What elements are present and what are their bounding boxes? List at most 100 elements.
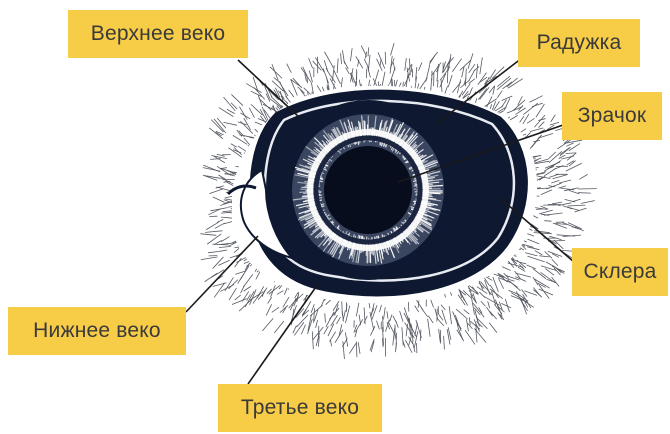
fur-stroke	[564, 188, 578, 191]
fur-stroke	[441, 305, 445, 310]
fur-stroke	[358, 343, 360, 354]
fur-stroke	[540, 210, 553, 214]
fur-stroke	[550, 122, 558, 125]
fur-stroke	[453, 82, 461, 92]
fur-stroke	[350, 344, 356, 354]
fur-stroke	[218, 118, 226, 128]
fur-stroke	[418, 301, 419, 308]
fur-stroke	[325, 314, 326, 323]
fur-stroke	[346, 306, 350, 323]
fur-stroke	[330, 332, 336, 342]
fur-stroke	[426, 65, 430, 81]
fur-stroke	[343, 310, 345, 320]
fur-stroke	[522, 290, 527, 297]
fur-stroke	[272, 307, 279, 312]
fur-stroke	[530, 128, 543, 132]
fur-stroke	[551, 115, 555, 122]
fur-stroke	[244, 275, 253, 287]
fur-stroke	[552, 260, 558, 266]
fur-stroke	[390, 315, 392, 322]
fur-stroke	[339, 325, 342, 337]
fur-stroke	[356, 301, 359, 316]
fur-stroke	[393, 316, 396, 323]
fur-stroke	[552, 202, 562, 204]
fur-stroke	[263, 319, 273, 331]
fur-stroke	[235, 295, 241, 300]
fur-stroke	[380, 305, 382, 312]
fur-stroke	[221, 237, 229, 242]
fur-stroke	[210, 189, 223, 194]
fur-stroke	[507, 280, 517, 287]
fur-stroke	[342, 300, 343, 315]
fur-stroke	[213, 283, 226, 287]
fur-stroke	[293, 326, 296, 333]
fur-stroke	[232, 299, 246, 305]
fur-stroke	[377, 321, 380, 329]
fur-stroke	[499, 279, 504, 289]
fur-stroke	[439, 315, 443, 320]
fur-stroke	[219, 247, 230, 248]
fur-stroke	[481, 301, 485, 306]
fur-stroke	[278, 91, 284, 99]
fur-stroke	[331, 340, 332, 346]
fur-stroke	[361, 46, 366, 57]
fur-stroke	[439, 329, 441, 342]
fur-stroke	[242, 292, 248, 302]
fur-stroke	[410, 59, 411, 75]
fur-stroke	[549, 152, 561, 163]
fur-stroke	[312, 332, 313, 349]
fur-stroke	[502, 96, 512, 100]
fur-stroke	[387, 312, 388, 319]
fur-stroke	[568, 205, 585, 206]
fur-stroke	[341, 54, 342, 64]
fur-stroke	[326, 300, 331, 305]
fur-stroke	[249, 108, 254, 117]
fur-stroke	[558, 140, 571, 149]
fur-stroke	[229, 280, 238, 289]
fur-stroke	[405, 58, 407, 70]
fur-stroke	[219, 260, 230, 265]
fur-stroke	[441, 79, 442, 92]
fur-stroke	[231, 103, 237, 109]
fur-stroke	[277, 291, 283, 294]
fur-stroke	[233, 136, 247, 145]
fur-stroke	[559, 186, 566, 188]
leader-upper-lid	[238, 60, 300, 118]
fur-stroke	[232, 95, 243, 106]
fur-stroke	[211, 208, 228, 211]
fur-stroke	[234, 148, 241, 155]
fur-stroke	[337, 59, 338, 73]
fur-stroke	[341, 78, 342, 87]
label-upper-lid: Верхнее веко	[68, 10, 248, 58]
fur-stroke	[565, 200, 575, 202]
fur-stroke	[400, 311, 403, 321]
fur-stroke	[489, 323, 496, 332]
fur-stroke	[552, 181, 559, 183]
fur-stroke	[569, 191, 579, 194]
fur-stroke	[540, 256, 549, 257]
fur-stroke	[364, 59, 368, 67]
fur-stroke	[559, 180, 570, 183]
fur-stroke	[476, 64, 477, 78]
fur-stroke	[502, 304, 511, 308]
fur-stroke	[266, 305, 271, 316]
fur-stroke	[346, 68, 349, 74]
pupil	[324, 146, 412, 234]
fur-stroke	[546, 262, 555, 267]
fur-stroke	[220, 250, 227, 251]
fur-stroke	[442, 310, 447, 324]
fur-stroke	[356, 342, 357, 357]
fur-stroke	[309, 58, 313, 68]
fur-stroke	[467, 320, 469, 331]
fur-stroke	[525, 291, 537, 295]
fur-stroke	[368, 55, 370, 70]
fur-stroke	[580, 175, 588, 180]
fur-stroke	[231, 144, 236, 147]
fur-stroke	[520, 116, 524, 122]
fur-stroke	[238, 274, 244, 283]
fur-stroke	[206, 222, 218, 229]
fur-stroke	[378, 53, 385, 69]
fur-stroke	[227, 109, 235, 113]
fur-stroke	[480, 292, 485, 297]
fur-stroke	[504, 99, 509, 111]
